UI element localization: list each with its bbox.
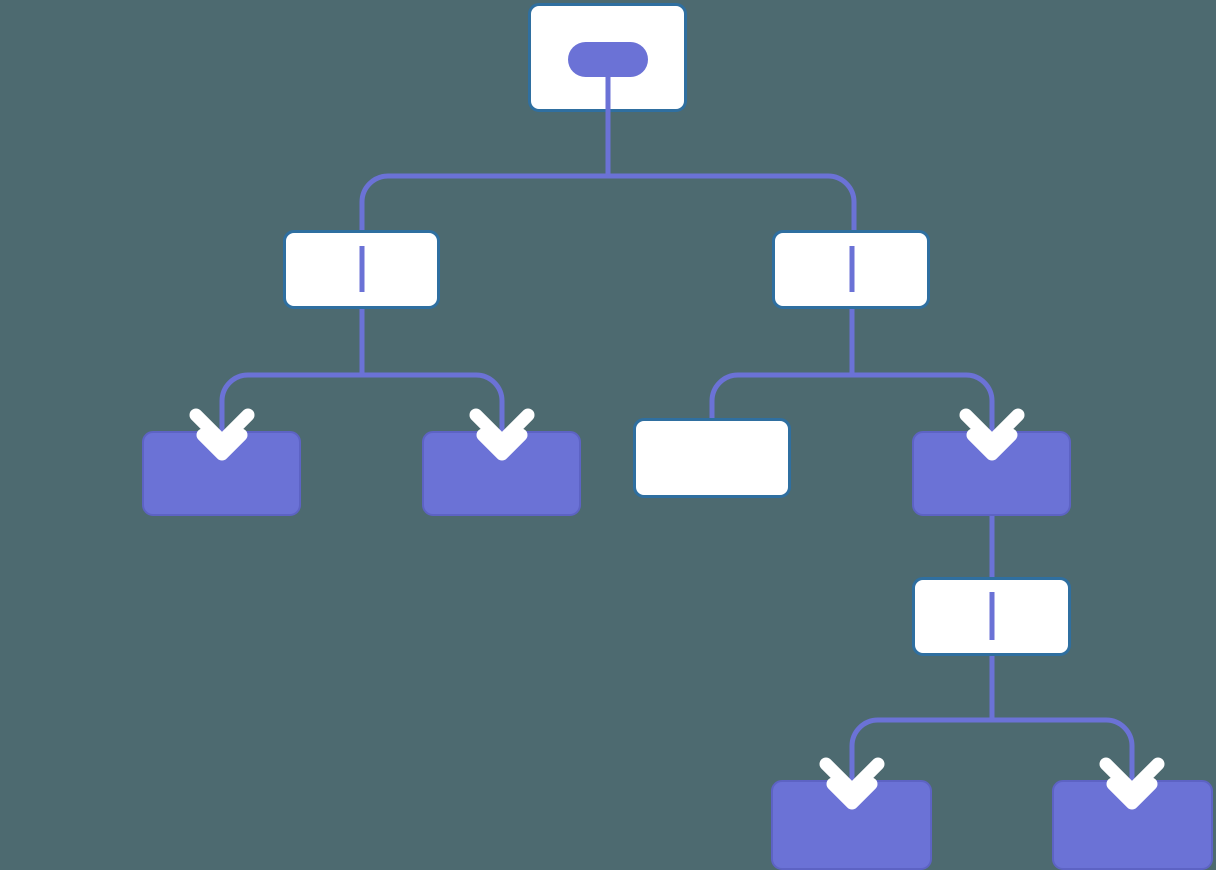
- node-right-leaf-a[interactable]: [771, 780, 932, 870]
- node-root[interactable]: [528, 3, 687, 112]
- node-right-branch-1[interactable]: [772, 230, 930, 309]
- node-left-leaf-b[interactable]: [422, 431, 581, 516]
- node-left-branch-1[interactable]: [283, 230, 440, 309]
- node-right-branch-3[interactable]: [912, 577, 1071, 656]
- node-right-empty-box[interactable]: [633, 418, 791, 498]
- node-right-branch-2[interactable]: [912, 431, 1071, 516]
- root-redacted-label: [568, 42, 648, 77]
- node-right-leaf-b[interactable]: [1052, 780, 1213, 870]
- node-left-leaf-a[interactable]: [142, 431, 301, 516]
